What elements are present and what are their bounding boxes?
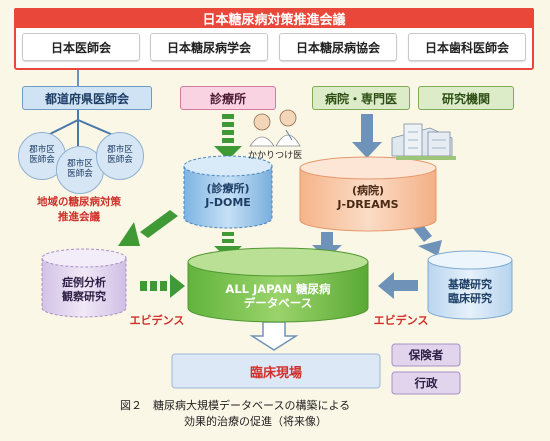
clinical-field-label: 臨床現場 <box>249 365 302 381</box>
district-label-1: 郡市区 医師会 <box>29 145 55 165</box>
administration-label: 行政 <box>414 376 438 390</box>
district-label-2: 郡市区 医師会 <box>67 159 93 179</box>
research-institution-label: 研究機関 <box>418 86 514 110</box>
jdome-name: J-DOME <box>205 195 251 209</box>
family-doctor-caption: かかりつけ医 <box>248 151 303 161</box>
member-jma: 日本医師会 <box>22 33 140 61</box>
doctor-icon <box>249 109 301 147</box>
arrow-clinic-to-jdome <box>214 114 242 160</box>
arrow-hospital-to-jdreams <box>352 114 382 158</box>
jdreams-label: (病院) J-DREAMS <box>300 184 436 212</box>
case-analysis-label: 症例分析 観察研究 <box>62 276 106 303</box>
hospital-specialist-label: 病院・専門医 <box>312 86 410 110</box>
promotion-council-title: 日本糖尿病対策推進会議 <box>14 8 534 28</box>
jdreams-sub: (病院) <box>351 184 385 197</box>
hospital-building-icon <box>391 123 456 160</box>
member-jadec: 日本糖尿病協会 <box>279 33 397 61</box>
insurer-label: 保険者 <box>408 348 444 362</box>
district-label-3: 郡市区 医師会 <box>107 145 133 165</box>
clinical-field-box <box>171 353 381 389</box>
clinic-label: 診療所 <box>180 86 276 110</box>
jdome-label: (診療所) J-DOME <box>184 182 272 210</box>
cylinder-jdome <box>183 155 273 229</box>
basic-research-label: 基礎研究 臨床研究 <box>448 278 492 305</box>
cylinder-alljapan <box>187 247 369 323</box>
cylinder-case-analysis <box>41 248 127 318</box>
evidence-left: エビデンス <box>129 314 185 327</box>
evidence-right: エビデンス <box>373 314 429 327</box>
jdome-sub: (診療所) <box>206 182 250 195</box>
member-jda: 日本歯科医師会 <box>408 33 526 61</box>
district-medical-assoc-3: 郡市区 医師会 <box>96 132 144 180</box>
administration-box <box>391 371 461 395</box>
cylinder-basic-research <box>427 250 513 320</box>
arrow-case-analysis-to-alljapan <box>140 274 185 298</box>
alljapan-line1: ALL JAPAN 糖尿病 <box>225 282 331 296</box>
alljapan-label: ALL JAPAN 糖尿病 データベース <box>188 282 368 311</box>
prefecture-medical-assoc: 都道府県医師会 <box>22 86 152 110</box>
figure-caption: 図２ 糖尿病大規模データベースの構築による 効果的治療の促進（将来像） <box>120 398 440 430</box>
caption-line1: 図２ 糖尿病大規模データベースの構築による <box>120 399 351 412</box>
jdreams-name: J-DREAMS <box>337 197 399 211</box>
member-jds: 日本糖尿病学会 <box>150 33 268 61</box>
arrow-basic-research-to-alljapan <box>378 272 418 299</box>
cylinder-jdreams <box>299 156 437 232</box>
insurer-box <box>391 343 461 367</box>
alljapan-line2: データベース <box>243 296 313 311</box>
caption-line2: 効果的治療の促進（将来像） <box>184 414 327 428</box>
arrow-alljapan-to-clinical <box>249 321 299 351</box>
arrow-jdome-to-case-analysis <box>118 210 178 246</box>
regional-council-label: 地域の糖尿病対策 推進会議 <box>37 196 121 223</box>
